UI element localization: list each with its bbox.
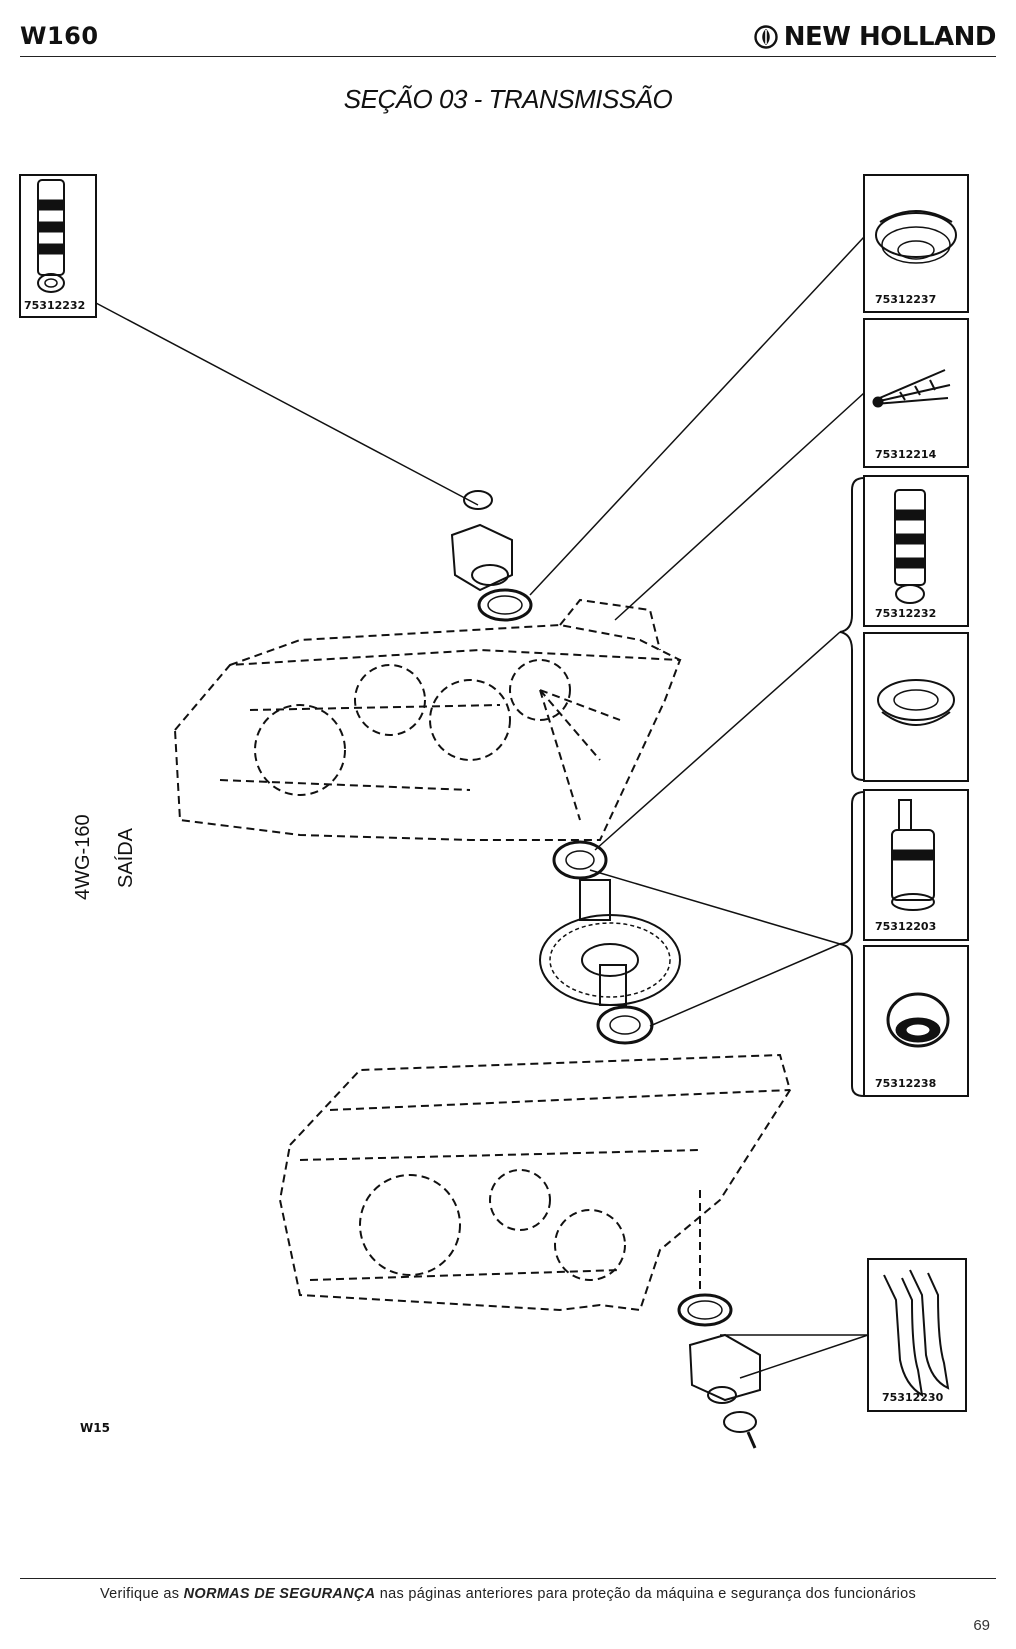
brand-logo: NEW HOLLAND <box>754 22 997 52</box>
page-number: 69 <box>973 1617 990 1634</box>
tool-sleeve-cylinder <box>891 799 935 911</box>
tool-box-4 <box>863 475 969 627</box>
tool-drift-bar-1 <box>37 179 65 293</box>
figure-id: W15 <box>80 1421 110 1435</box>
subsection-label: SAÍDA <box>115 827 137 888</box>
transmission-housing-lower <box>278 1053 792 1312</box>
output-flange-top <box>450 490 533 622</box>
output-bearing-upper <box>552 840 608 880</box>
tool-puller <box>872 369 951 408</box>
tool-press-sleeve-1 <box>875 210 957 264</box>
output-flange-bottom <box>677 1293 761 1449</box>
tool-box-8 <box>867 1258 967 1412</box>
tool-box-2 <box>863 174 969 313</box>
tool-box-7 <box>863 945 969 1097</box>
part-number-label: 75312203 <box>875 920 937 933</box>
safety-note-emphasis: NORMAS DE SEGURANÇA <box>183 1586 376 1602</box>
document-model: W160 <box>20 22 99 50</box>
transmission-model-label: 4WG-160 <box>72 814 94 900</box>
part-number-label: 75312237 <box>875 293 937 306</box>
tool-press-cup <box>877 679 955 726</box>
output-bearing-lower <box>596 1005 654 1045</box>
part-number-label: 75312238 <box>875 1077 937 1090</box>
tool-box-6 <box>863 789 969 941</box>
safety-note: Verifique as NORMAS DE SEGURANÇA nas pág… <box>0 1586 1016 1602</box>
part-number-label: 75312214 <box>875 448 937 461</box>
part-number-label: 75312232 <box>875 607 937 620</box>
safety-note-after: nas páginas anteriores para proteção da … <box>375 1586 917 1602</box>
part-number-label: 75312232 <box>24 299 86 312</box>
footer-divider <box>20 1578 996 1579</box>
safety-note-before: Verifique as <box>99 1586 184 1602</box>
section-title: SEÇÃO 03 - TRANSMISSÃO <box>343 84 673 114</box>
brand-name: NEW HOLLAND <box>783 22 997 52</box>
tool-bearing-ring <box>886 992 950 1048</box>
new-holland-leaf-icon <box>754 25 778 49</box>
header-divider <box>20 56 996 57</box>
part-number-label: 75312230 <box>882 1391 944 1404</box>
output-gear <box>539 879 681 1006</box>
tool-drift-bar-2 <box>894 489 926 604</box>
tool-box-1 <box>19 174 97 318</box>
transmission-housing-upper <box>173 598 682 841</box>
tool-spanner-wrenches <box>883 1269 950 1397</box>
tool-box-5 <box>863 632 969 782</box>
